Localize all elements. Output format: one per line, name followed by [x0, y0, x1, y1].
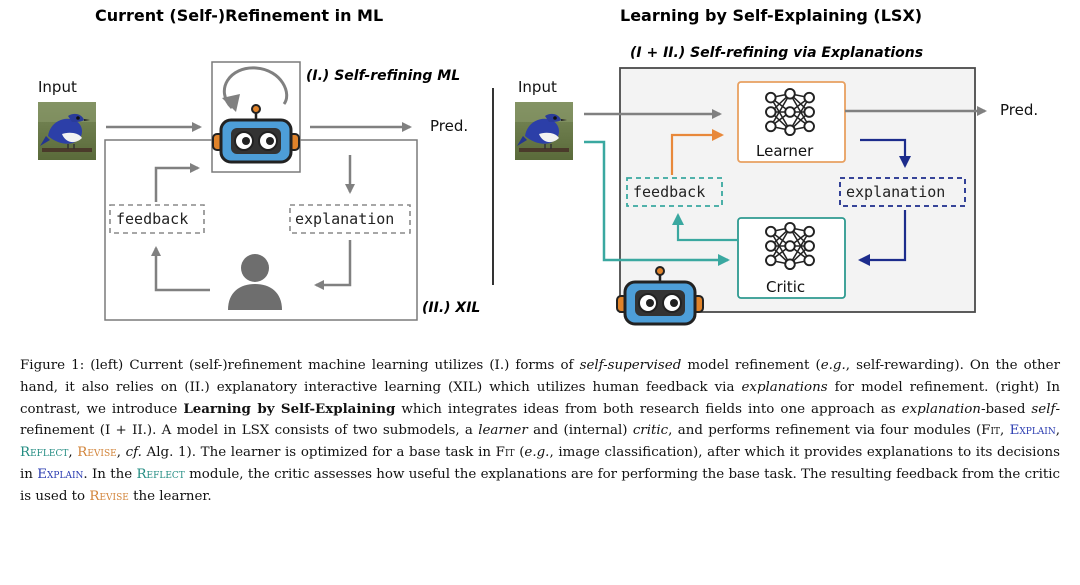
lsx-box-label: (I + II.) Self-refining via Explanations [630, 45, 924, 61]
caption-text: the learner. [128, 488, 212, 504]
caption-text: for model refinement. (right) In contras… [20, 379, 1060, 417]
caption-text: -refinement (I + II.). A model in LSX co… [20, 401, 1060, 439]
learner-nnet-icon [765, 88, 815, 136]
left-panel-title: Current (Self-)Refinement in ML [95, 6, 384, 25]
left-explanation-label: explanation [295, 210, 395, 228]
caption-text: , self-rewarding). On the other hand, it… [20, 358, 1061, 395]
caption-text: . In the [83, 466, 137, 482]
caption-text: explanations [741, 379, 828, 395]
explanation-box-right [839, 177, 966, 207]
self-refining-label: (I.) Self-refining ML [306, 68, 461, 84]
caption-text: cf. [125, 445, 142, 461]
left-input-label: Input [38, 78, 77, 96]
human-icon [228, 254, 282, 310]
figure-diagram [38, 61, 987, 326]
critic-nnet-icon [765, 222, 815, 270]
caption-text: self-supervised [579, 358, 682, 373]
refine-loop-arrow [222, 66, 289, 110]
caption-text: self [1031, 401, 1056, 417]
module-reflect: Reflect [136, 466, 185, 482]
right-panel-title: Learning by Self-Explaining (LSX) [620, 6, 923, 25]
caption-text: , [1000, 423, 1010, 439]
caption-text: , image classification), after which it … [20, 445, 1060, 482]
caption-text: , and performs refinement via four modul… [668, 423, 982, 439]
left-pred-label: Pred. [430, 117, 469, 135]
caption-text: which integrates ideas from both researc… [395, 401, 902, 417]
bird-image [38, 102, 96, 160]
caption-text: learner [478, 423, 528, 439]
right-input-label: Input [518, 78, 557, 96]
caption-text: -based [980, 401, 1032, 417]
critic-box [737, 217, 846, 299]
caption-text: , [68, 445, 78, 461]
module-explain: Explain [1009, 423, 1056, 439]
learner-label: Learner [756, 142, 814, 160]
feedback-box [109, 204, 205, 234]
right-pred-label: Pred. [1000, 101, 1039, 119]
caption-text: model refinement ( [681, 358, 821, 373]
caption-text: e.g. [524, 445, 550, 461]
feedback-box-right [626, 177, 723, 207]
figure-caption: Figure 1: (left) Current (self-)refineme… [20, 355, 1060, 508]
caption-text: explanation [901, 401, 981, 417]
caption-text: Learning by Self-Explaining [183, 400, 396, 417]
left-feedback-label: feedback [116, 210, 189, 228]
caption-text: Alg. 1). The learner is optimized for a … [141, 445, 496, 461]
caption-text: ( [514, 445, 525, 461]
explanation-box [289, 204, 411, 234]
left-panel [38, 61, 418, 321]
caption-text: , [1055, 423, 1061, 439]
figure: Current (Self-)Refinement in ML Input Pr… [38, 6, 1039, 326]
right-panel [515, 67, 987, 326]
bird-image-right [515, 102, 573, 160]
caption-text: Figure 1: (left) Current (self-)refineme… [20, 358, 580, 373]
caption-text: e.g. [820, 358, 846, 373]
critic-label: Critic [766, 278, 806, 296]
caption-text: and (internal) [527, 423, 633, 439]
caption-text: module, the critic assesses how useful t… [20, 466, 1061, 504]
right-explanation-label: explanation [846, 183, 946, 201]
module-revise: Revise [77, 445, 117, 461]
module-explain: Explain [37, 466, 84, 482]
module-fit: Fit [495, 445, 515, 461]
module-revise: Revise [89, 488, 129, 504]
right-feedback-label: feedback [633, 183, 706, 201]
module-reflect: Reflect [20, 445, 69, 461]
learner-box [737, 81, 846, 163]
caption-text: , [116, 445, 126, 461]
caption-text: critic [632, 423, 669, 439]
module-fit: Fit [981, 423, 1001, 439]
xil-label: (II.) XIL [422, 300, 481, 316]
